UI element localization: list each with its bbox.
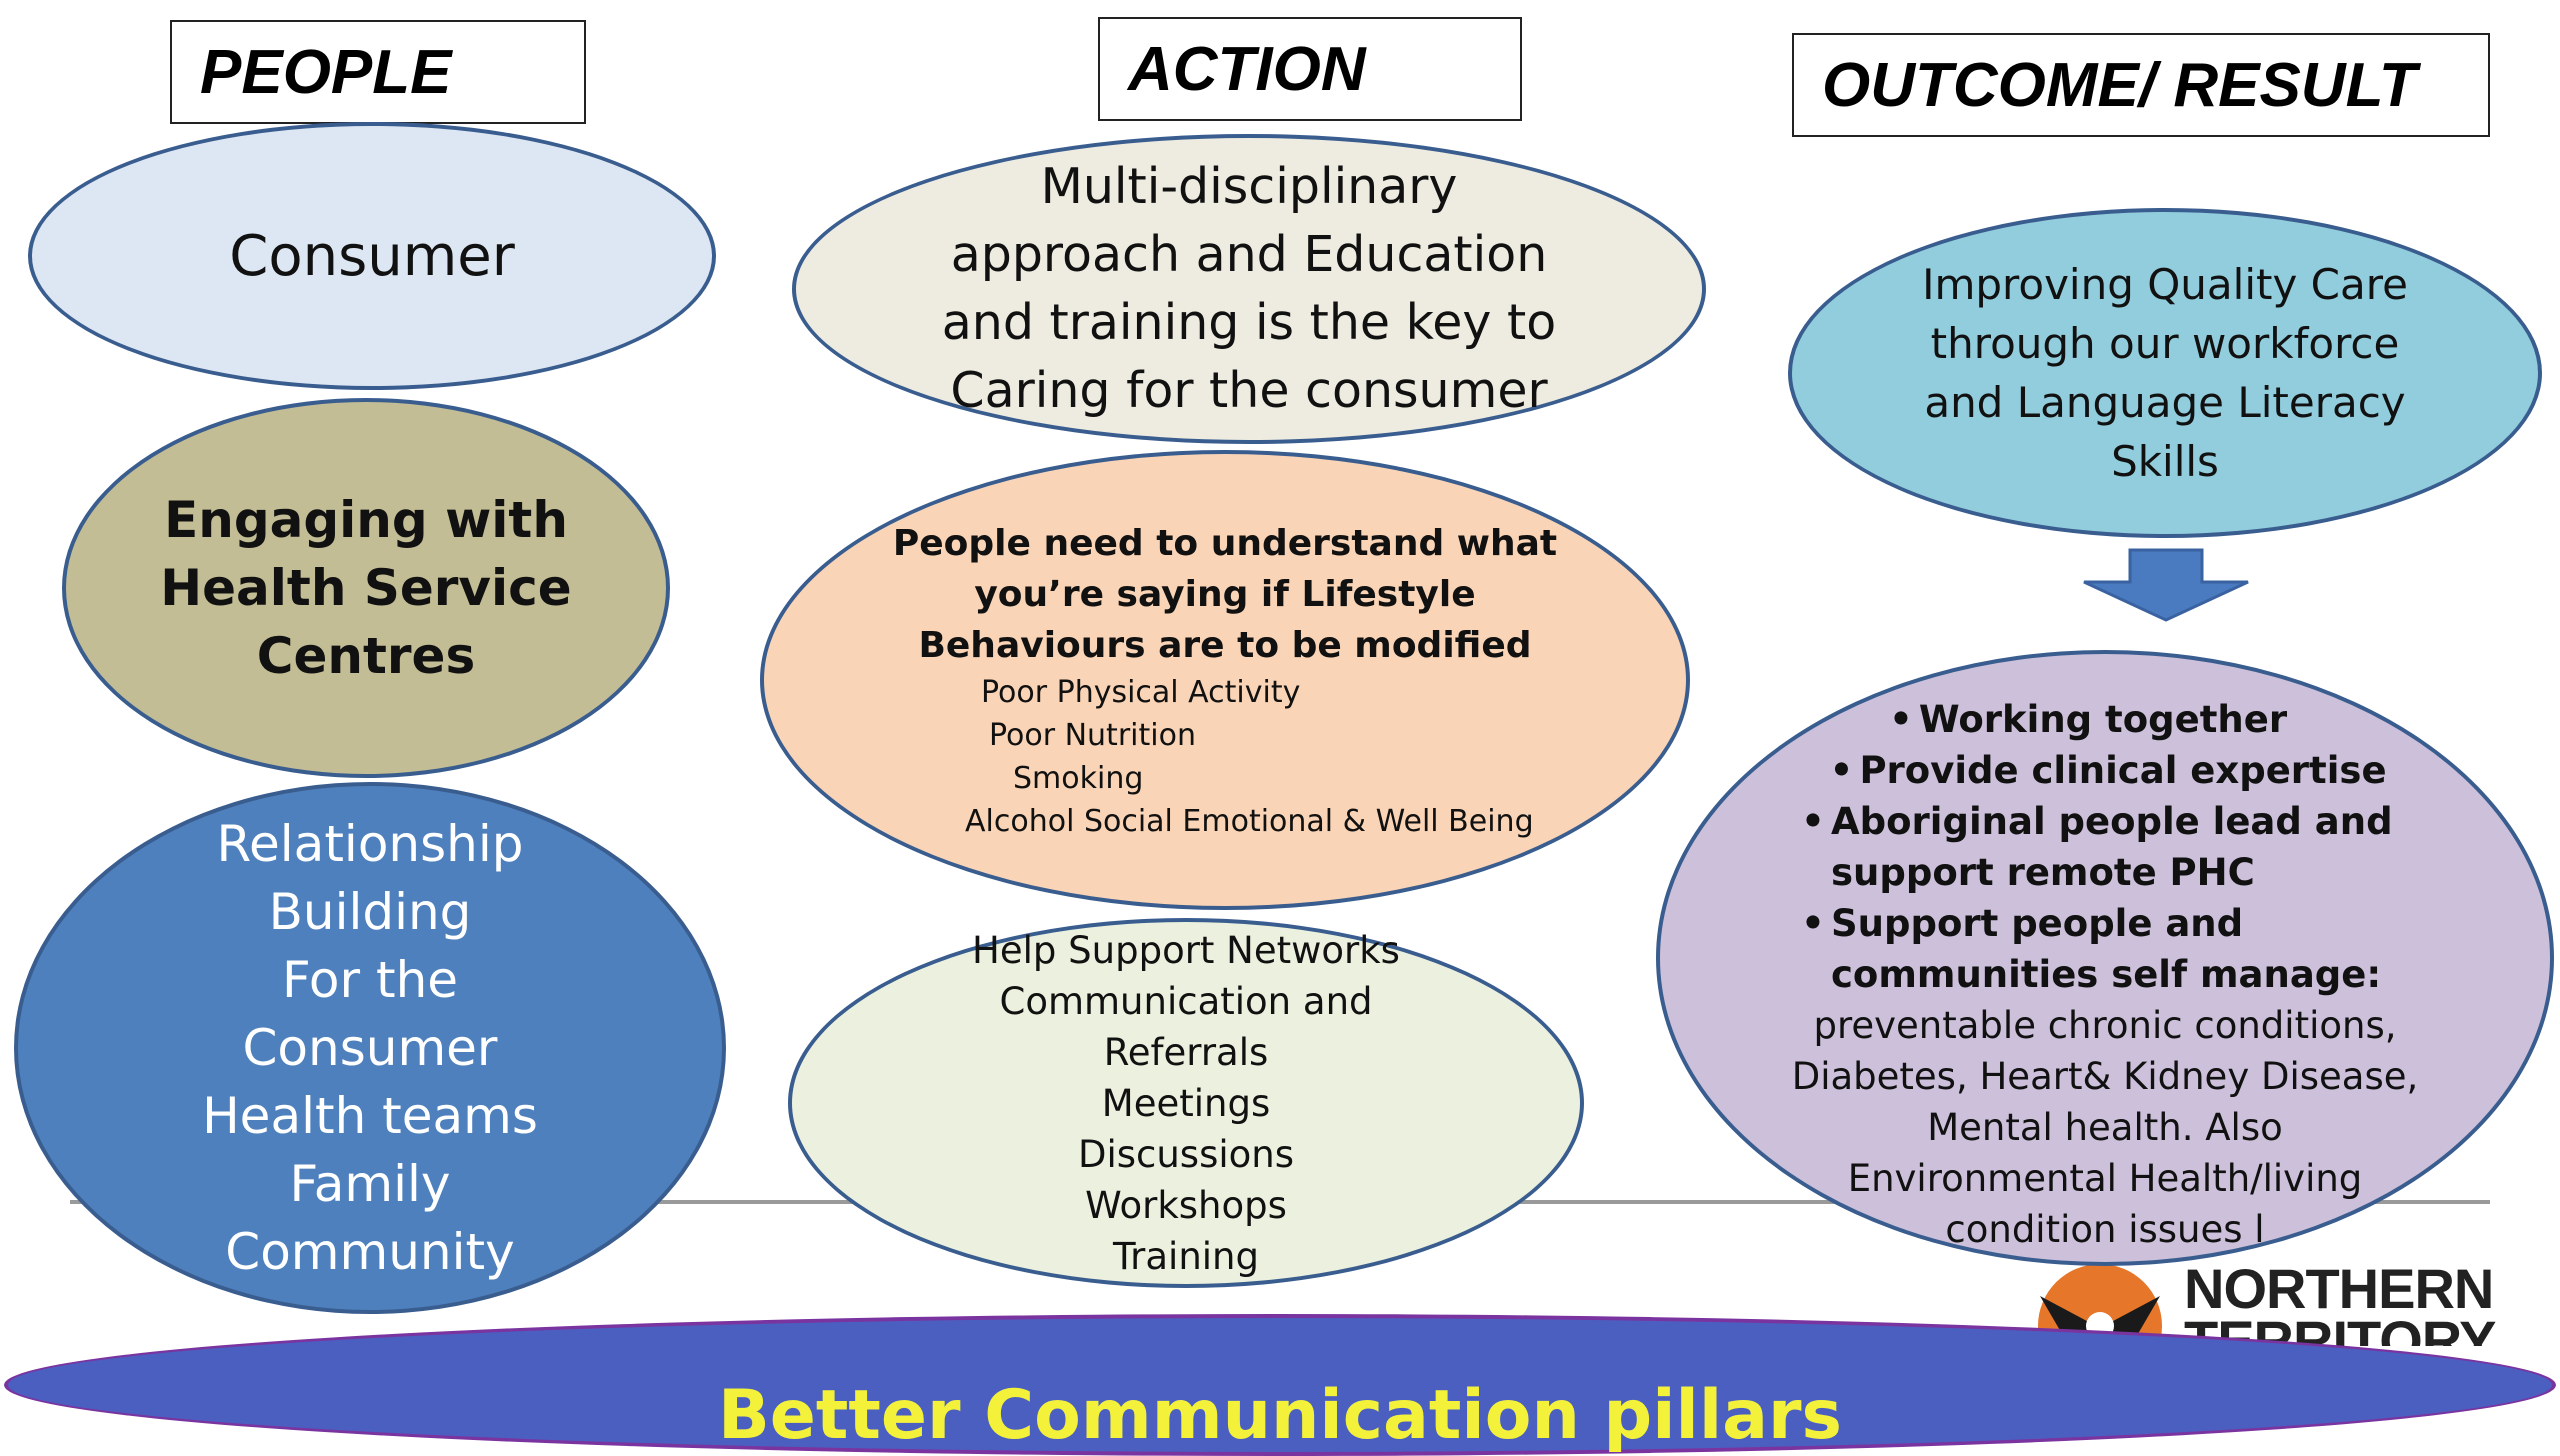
engaging-line: Engaging with <box>164 491 568 549</box>
relationship-line: Community <box>225 1223 515 1281</box>
detail-line: Diabetes, Heart& Kidney Disease, <box>1791 1055 2419 1098</box>
support-networks-ellipse: Help Support Networks Communication and … <box>788 918 1584 1288</box>
support-line: Referrals <box>1103 1030 1269 1074</box>
multi-line: approach and Education <box>950 226 1548 283</box>
bullet-icon: • <box>1889 698 1913 741</box>
quality-line: and Language Literacy <box>1924 378 2406 427</box>
engaging-ellipse: Engaging with Health Service Centres <box>62 398 670 778</box>
bullet-icon: • <box>1829 749 1854 792</box>
bullet-text: Working together <box>1918 698 2288 741</box>
communication-pillar: Better Communication pillars <box>4 1314 2556 1456</box>
pillar-label: Better Communication pillars <box>717 1376 1843 1455</box>
lifestyle-bold-line: Behaviours are to be modified <box>918 624 1532 666</box>
quality-line: Improving Quality Care <box>1922 260 2408 309</box>
engaging-line: Health Service <box>160 559 572 617</box>
relationship-line: For the <box>281 951 459 1009</box>
consumer-label: Consumer <box>229 223 515 289</box>
engaging-line: Centres <box>256 627 476 685</box>
lifestyle-item: Poor Physical Activity <box>981 674 1301 710</box>
nt-logo-line1: NORTHERN <box>2184 1257 2494 1320</box>
lifestyle-item: Alcohol Social Emotional & Well Being <box>965 803 1534 839</box>
detail-line: preventable chronic conditions, <box>1813 1004 2397 1047</box>
support-line: Training <box>1113 1234 1259 1278</box>
relationship-line: Family <box>289 1155 451 1213</box>
multi-line: Multi-disciplinary <box>1040 158 1458 215</box>
header-outcome: OUTCOME/ RESULT <box>1792 33 2490 137</box>
header-people: PEOPLE <box>170 20 586 124</box>
detail-line: condition issues l <box>1945 1208 2265 1251</box>
bullet-text: Provide clinical expertise <box>1859 749 2387 792</box>
support-line: Meetings <box>1101 1081 1271 1125</box>
relationship-line: Relationship <box>216 815 524 873</box>
relationship-line: Building <box>268 883 472 941</box>
outcome-bullets-ellipse: • Working together • Provide clinical ex… <box>1656 650 2554 1266</box>
lifestyle-ellipse: People need to understand what you’re sa… <box>760 450 1690 910</box>
multi-line: Caring for the consumer <box>950 362 1548 419</box>
header-outcome-label: OUTCOME/ RESULT <box>1822 50 2417 120</box>
bullet-text: Support people and <box>1831 902 2244 945</box>
support-line: Workshops <box>1085 1183 1287 1227</box>
relationship-line: Health teams <box>202 1087 538 1145</box>
bullet-text: Aboriginal people lead and <box>1831 800 2393 843</box>
multi-line: and training is the key to <box>941 294 1557 351</box>
bullet-icon: • <box>1801 902 1825 945</box>
relationship-ellipse: Relationship Building For the Consumer H… <box>14 782 726 1314</box>
lifestyle-item: Smoking <box>1013 760 1144 796</box>
quality-line: through our workforce <box>1930 319 2400 368</box>
bullet-item: • Working together <box>1883 694 2287 745</box>
header-people-label: PEOPLE <box>200 37 452 107</box>
bullet-item: • Aboriginal people lead and support rem… <box>1795 796 2415 898</box>
header-action-label: ACTION <box>1128 34 1366 104</box>
support-line: Communication and <box>999 979 1373 1023</box>
quality-care-ellipse: Improving Quality Care through our workf… <box>1788 208 2542 538</box>
detail-line: Environmental Health/living <box>1847 1157 2363 1200</box>
lifestyle-bold-line: you’re saying if Lifestyle <box>974 573 1476 615</box>
relationship-line: Consumer <box>242 1019 498 1077</box>
header-action: ACTION <box>1098 17 1522 121</box>
lifestyle-bold-line: People need to understand what <box>892 522 1558 564</box>
support-line: Discussions <box>1077 1132 1295 1176</box>
consumer-ellipse: Consumer <box>28 122 716 390</box>
bullet-item: • Support people and communities self ma… <box>1795 898 2415 1000</box>
down-arrow-icon <box>2083 548 2249 622</box>
bullet-icon: • <box>1801 800 1825 843</box>
quality-line: Skills <box>2111 437 2219 486</box>
bullet-item: • Provide clinical expertise <box>1823 745 2387 796</box>
lifestyle-item: Poor Nutrition <box>989 717 1196 753</box>
bullet-text: support remote PHC <box>1831 851 2255 894</box>
support-line: Help Support Networks <box>972 928 1400 972</box>
multi-disciplinary-ellipse: Multi-disciplinary approach and Educatio… <box>792 134 1706 444</box>
detail-line: Mental health. Also <box>1927 1106 2283 1149</box>
bullet-text: communities self manage: <box>1831 953 2382 996</box>
